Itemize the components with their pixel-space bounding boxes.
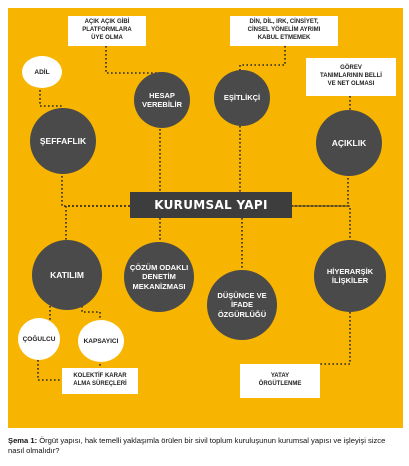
node-cozum-odakli: ÇÖZÜM ODAKLI DENETİM MEKANİZMASI xyxy=(124,242,194,312)
note-din-dil: DİN, DİL, IRK, CİNSİYET, CİNSEL YÖNELİM … xyxy=(230,16,338,46)
node-aciklik: AÇIKLIK xyxy=(316,110,382,176)
note-gorev: GÖREV TANIMLARININ BELLİ VE NET OLMASI xyxy=(306,58,396,96)
caption-label: Şema 1: xyxy=(8,436,38,445)
node-hesap-verebilir: HESAP VEREBİLİR xyxy=(134,72,190,128)
node-katilim: KATILIM xyxy=(32,240,102,310)
node-esitlikci: EŞİTLİKÇİ xyxy=(214,70,270,126)
note-acik-platform: AÇIK AÇIK GİBİ PLATFORMLARA ÜYE OLMA xyxy=(68,16,146,46)
caption-text: Örgüt yapısı, hak temelli yaklaşımla örü… xyxy=(8,436,386,456)
node-dusunce-ifade: DÜŞÜNCE VE İFADE ÖZGÜRLÜĞÜ xyxy=(207,270,277,340)
note-kolektif: KOLEKTİF KARAR ALMA SÜREÇLERİ xyxy=(62,368,138,394)
note-adil: ADİL xyxy=(22,56,62,88)
node-seffaflik: ŞEFFAFLIK xyxy=(30,108,96,174)
note-cogulcu: ÇOĞULCU xyxy=(18,318,60,360)
note-yatay: YATAY ÖRGÜTLENME xyxy=(240,364,320,398)
figure-caption: Şema 1: Örgüt yapısı, hak temelli yaklaş… xyxy=(8,436,403,457)
note-kapsayici: KAPSAYICI xyxy=(78,320,124,362)
center-banner: KURUMSAL YAPI xyxy=(130,192,292,218)
node-hiyerarsik: HİYERARŞİK İLİŞKİLER xyxy=(314,240,386,312)
